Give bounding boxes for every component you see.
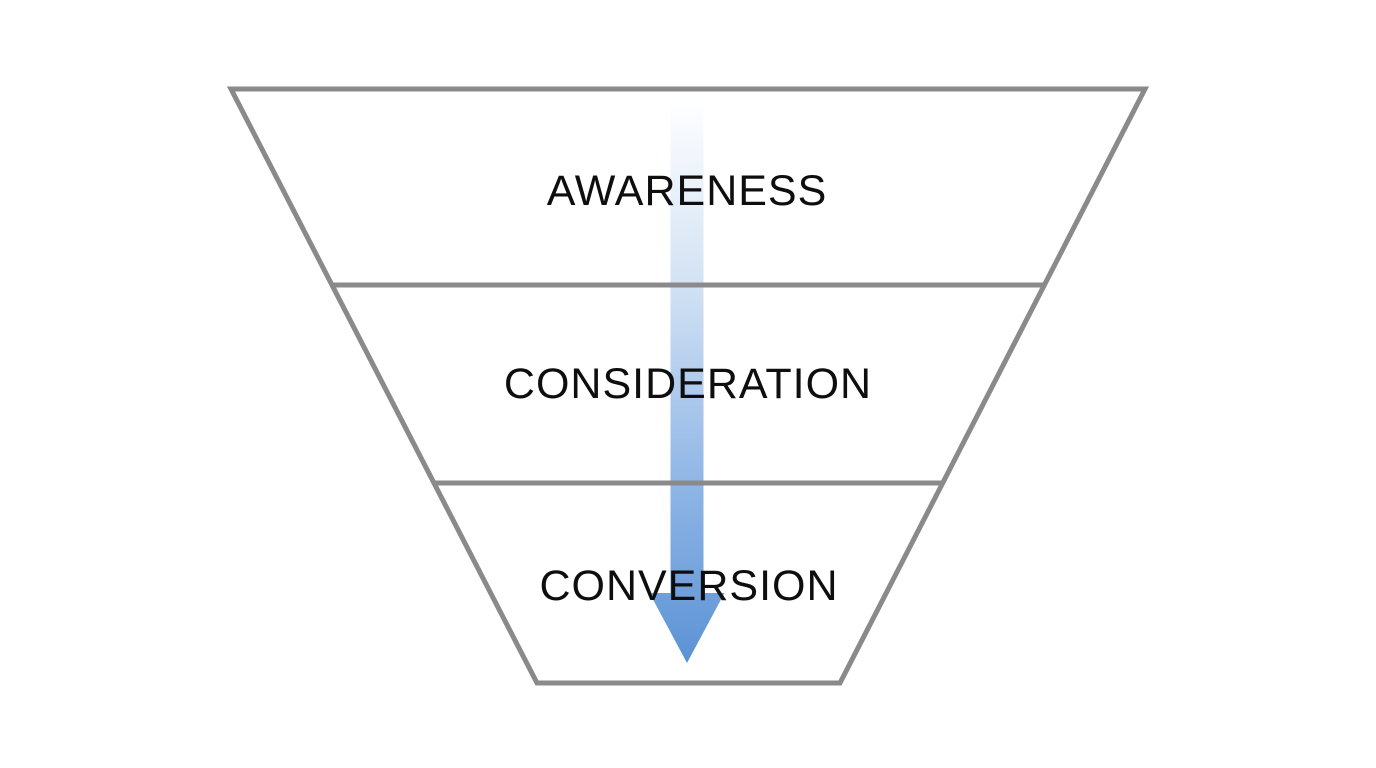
stage-label-conversion: CONVERSION [539,562,838,610]
down-arrow-shaft [670,105,704,598]
down-arrow-head [649,593,725,663]
down-arrow-icon [649,105,725,663]
stage-labels: AWARENESS CONSIDERATION CONVERSION [504,167,872,610]
stage-label-awareness: AWARENESS [547,167,828,215]
funnel-outline [226,86,1150,686]
stage-label-consideration: CONSIDERATION [504,360,872,408]
